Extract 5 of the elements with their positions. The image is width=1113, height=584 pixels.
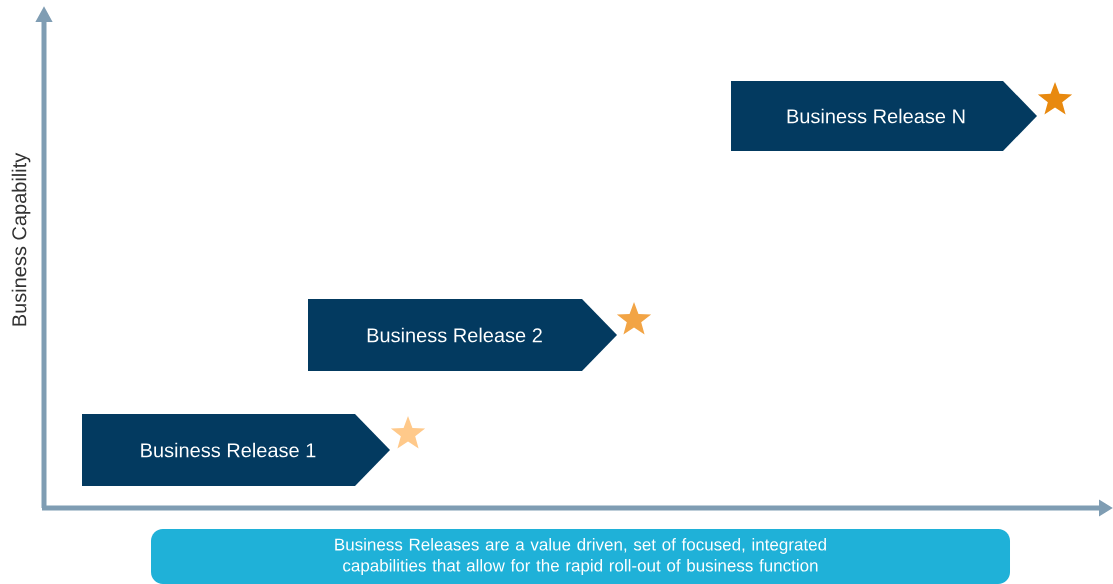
pentagon-box: Business Release 2 xyxy=(308,299,617,371)
pentagon-box: Business Release 1 xyxy=(82,414,390,486)
pentagon-box: Business Release N xyxy=(731,81,1037,151)
summary-banner: Business Releases are a value driven, set of focused, integrated capabilities that allow for the rapid roll-out of business function xyxy=(151,529,1010,584)
axis-label: Business Capability xyxy=(11,152,31,326)
